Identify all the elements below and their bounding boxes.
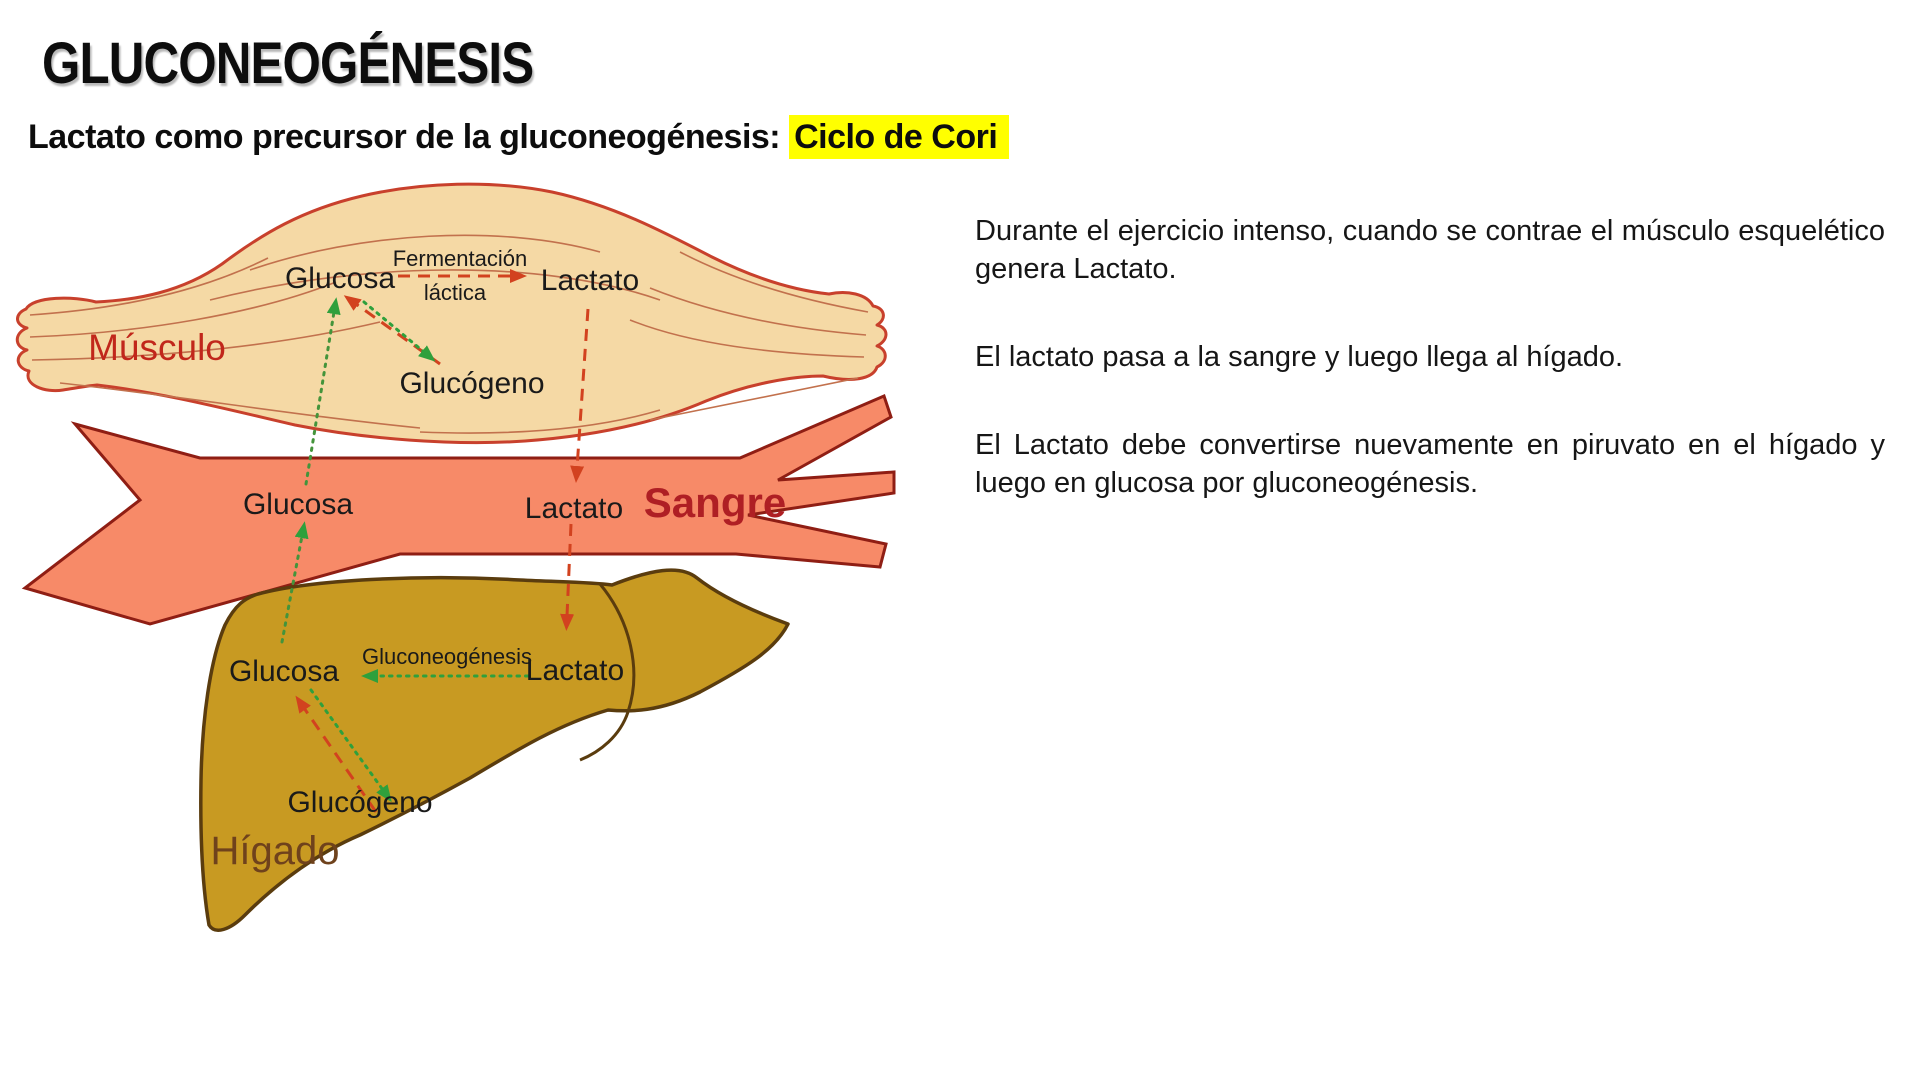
gluconeogenesis-label: Gluconeogénesis	[362, 644, 532, 669]
paragraph-exercise: Durante el ejercicio intenso, cuando se …	[975, 215, 1885, 285]
fermentacion-label-line2: láctica	[424, 280, 487, 305]
blood-vessel-shape	[21, 393, 896, 626]
arrow-liver-glucosa-to-blood	[280, 521, 309, 644]
arrow-muscle-lactato-to-blood	[570, 308, 590, 483]
paragraph-blood: El lactato pasa a la sangre y luego lleg…	[975, 341, 1624, 373]
liver-glucosa-label: Glucosa	[229, 655, 339, 688]
muscle-shape	[15, 182, 888, 445]
subtitle: Lactato como precursor de la gluconeogén…	[28, 115, 1010, 159]
blood-glucosa-label: Glucosa	[243, 488, 353, 521]
subtitle-text: Lactato como precursor de la gluconeogén…	[28, 118, 790, 156]
arrow-liver-glucosa-to-glucogeno	[309, 688, 392, 803]
subtitle-highlight: Ciclo de Cori	[789, 115, 1010, 159]
arrow-liver-glucogeno-to-glucosa	[295, 695, 378, 813]
fermentacion-label-line1: Fermentación	[393, 246, 528, 271]
liver-shape	[199, 568, 790, 932]
explanation-text: Durante el ejercicio intenso, cuando se …	[975, 212, 1885, 552]
liver-lactato-label: Lactato	[526, 654, 624, 687]
blood-lactato-label: Lactato	[525, 492, 623, 525]
muscle-glucosa-label: Glucosa	[285, 262, 395, 295]
blood-organ-label: Sangre	[644, 479, 786, 526]
liver-glucogeno-label: Glucógeno	[287, 786, 432, 819]
arrow-blood-lactato-to-liver	[560, 523, 575, 631]
paragraph-liver: El Lactato debe convertirse nuevamente e…	[975, 429, 1885, 499]
liver-organ-label: Hígado	[211, 829, 340, 873]
muscle-lactato-label: Lactato	[541, 264, 639, 297]
arrow-blood-glucosa-to-muscle	[304, 297, 341, 486]
muscle-glucogeno-label: Glucógeno	[399, 367, 544, 400]
page-title: GLUCONEOGÉNESIS	[42, 31, 534, 96]
muscle-organ-label: Músculo	[88, 327, 226, 368]
arrow-muscle-glucogeno-to-glucosa	[343, 295, 441, 366]
